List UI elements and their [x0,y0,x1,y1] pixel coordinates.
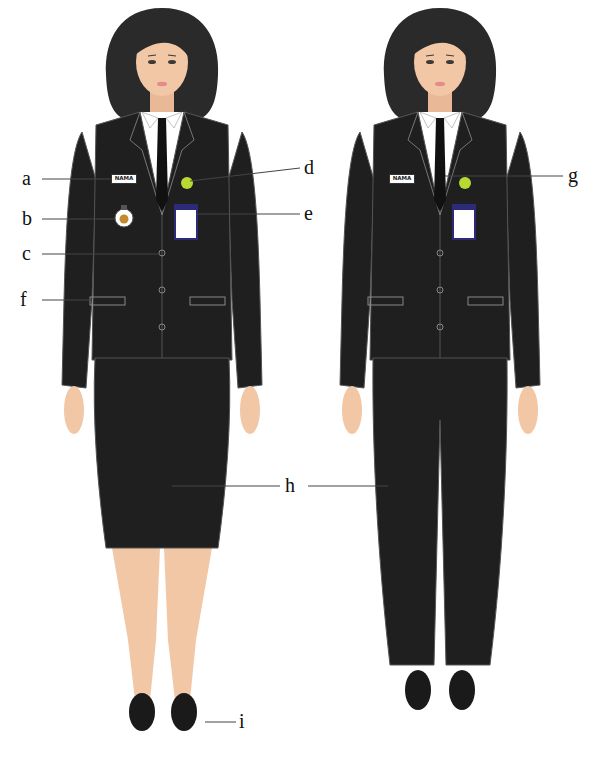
callout-letter: e [304,203,313,223]
callout-letter: f [20,289,27,309]
callout-letter: d [304,157,314,177]
name-tag: NAMA [389,174,415,184]
name-tag: NAMA [111,174,137,184]
callout-letter: g [568,165,578,185]
name-tag-text: NAMA [393,176,412,182]
callout-letter: a [22,168,31,188]
callout-letter: c [22,243,31,263]
callout-letter: b [22,208,32,228]
callout-letter: i [239,711,245,731]
name-tag-text: NAMA [115,176,134,182]
callout-letter: h [285,475,295,495]
